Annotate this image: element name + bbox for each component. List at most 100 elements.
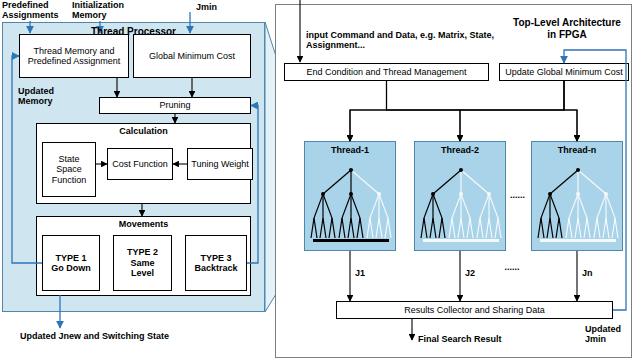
movement-box: TYPE 3 Backtrack bbox=[185, 235, 247, 291]
tree-branch bbox=[597, 218, 600, 238]
tree-branch bbox=[489, 194, 498, 218]
node-text: Thread Processor bbox=[3, 27, 264, 38]
ellipsis: ...... bbox=[506, 190, 529, 200]
tree-branch bbox=[432, 194, 433, 218]
search-tree bbox=[305, 158, 397, 250]
thread-box: Thread-n bbox=[531, 141, 623, 251]
tree-branch bbox=[597, 194, 606, 218]
connector bbox=[576, 251, 577, 301]
tree-branch bbox=[577, 170, 578, 194]
tree-branch bbox=[578, 194, 587, 218]
calculation-group: CalculationState Space FunctionCost Func… bbox=[36, 123, 251, 204]
tree-branch bbox=[424, 218, 427, 238]
tree-branch bbox=[314, 218, 317, 238]
connector bbox=[96, 163, 107, 164]
tree-branch bbox=[442, 218, 445, 238]
tree-branch bbox=[461, 218, 464, 238]
tree-branch bbox=[379, 218, 382, 238]
connector bbox=[174, 114, 175, 123]
tree-branch bbox=[350, 170, 351, 194]
tree-branch bbox=[594, 218, 597, 238]
edge-label: J2 bbox=[464, 268, 476, 278]
function-box: State Space Function bbox=[42, 142, 96, 197]
movement-box: TYPE 1 Go Down bbox=[42, 235, 100, 291]
tree-branch bbox=[584, 218, 587, 238]
collector-box: Results Collector and Sharing Data bbox=[336, 301, 613, 319]
tree-branch bbox=[378, 194, 379, 218]
tree-branch bbox=[449, 218, 452, 238]
tree-branch bbox=[575, 218, 578, 238]
tree-node bbox=[349, 168, 353, 172]
tree-branch bbox=[360, 218, 363, 238]
tree-branch bbox=[322, 194, 323, 218]
input-arrow bbox=[299, 0, 300, 62]
tree-branch bbox=[577, 194, 578, 218]
tree-branch bbox=[350, 194, 351, 218]
tree-branch bbox=[606, 218, 609, 238]
tree-branch bbox=[461, 170, 489, 194]
tree-leaves bbox=[313, 239, 389, 242]
tree-branch bbox=[342, 218, 345, 238]
tree-branch bbox=[489, 218, 492, 238]
connector bbox=[387, 81, 461, 141]
tree-branch bbox=[612, 218, 615, 238]
tree-branch bbox=[314, 194, 323, 218]
tree-branch bbox=[488, 194, 489, 218]
tree-branch bbox=[467, 218, 470, 238]
tree-branch bbox=[615, 218, 618, 238]
connector bbox=[350, 81, 387, 141]
tree-branch bbox=[323, 170, 351, 194]
connector bbox=[141, 204, 142, 216]
function-box: Cost Function bbox=[107, 148, 173, 180]
tree-branch bbox=[461, 194, 470, 218]
tree-branch bbox=[424, 194, 433, 218]
node-text: Update Global Minimum Cost bbox=[503, 67, 625, 78]
tree-branch bbox=[421, 218, 424, 238]
connector bbox=[191, 78, 192, 97]
node-text: Thread-1 bbox=[305, 145, 395, 156]
tree-branch bbox=[480, 194, 489, 218]
connector bbox=[116, 78, 117, 97]
fpga-panel: Top-Level Architecture in FPGAEnd Condit… bbox=[275, 4, 632, 358]
tree-branch bbox=[430, 218, 433, 238]
movements-group: MovementsTYPE 1 Go DownTYPE 2 Same Level… bbox=[36, 216, 251, 296]
connector bbox=[173, 163, 187, 164]
tree-branch bbox=[332, 218, 335, 238]
tree-node bbox=[349, 192, 353, 196]
search-tree bbox=[532, 158, 624, 250]
tree-branch bbox=[351, 194, 360, 218]
tree-branch bbox=[498, 218, 501, 238]
connector bbox=[564, 50, 626, 310]
tree-branch bbox=[603, 218, 606, 238]
tree-branch bbox=[370, 218, 373, 238]
tree-branch bbox=[342, 194, 351, 218]
tree-branch bbox=[566, 218, 569, 238]
tree-branch bbox=[578, 218, 581, 238]
tree-branch bbox=[541, 218, 544, 238]
tree-branch bbox=[376, 218, 379, 238]
tree-branch bbox=[460, 170, 461, 194]
tree-node bbox=[377, 192, 381, 196]
cost-box: Global Minimum Cost bbox=[133, 34, 251, 78]
tree-branch bbox=[367, 218, 370, 238]
tree-node bbox=[459, 168, 463, 172]
tree-branch bbox=[357, 218, 360, 238]
tree-branch bbox=[470, 218, 473, 238]
tree-branch bbox=[433, 170, 461, 194]
output-arrow bbox=[59, 295, 60, 328]
edge-label: Jn bbox=[581, 268, 594, 278]
tree-branch bbox=[569, 194, 578, 218]
tree-branch bbox=[605, 194, 606, 218]
input-arrow bbox=[29, 21, 30, 33]
node-text: Top-Level Architecture in FPGA bbox=[511, 17, 623, 41]
signal-label: Jmin bbox=[196, 2, 226, 12]
tree-branch bbox=[339, 218, 342, 238]
node-text: Movements bbox=[37, 219, 250, 230]
processor-panel: Thread ProcessorThread Memory and Predef… bbox=[2, 22, 265, 312]
tree-branch bbox=[320, 218, 323, 238]
node-text: Results Collector and Sharing Data bbox=[402, 305, 547, 316]
tree-branch bbox=[433, 194, 442, 218]
tree-node bbox=[604, 192, 608, 196]
tree-branch bbox=[587, 218, 590, 238]
input-arrow bbox=[189, 12, 190, 33]
